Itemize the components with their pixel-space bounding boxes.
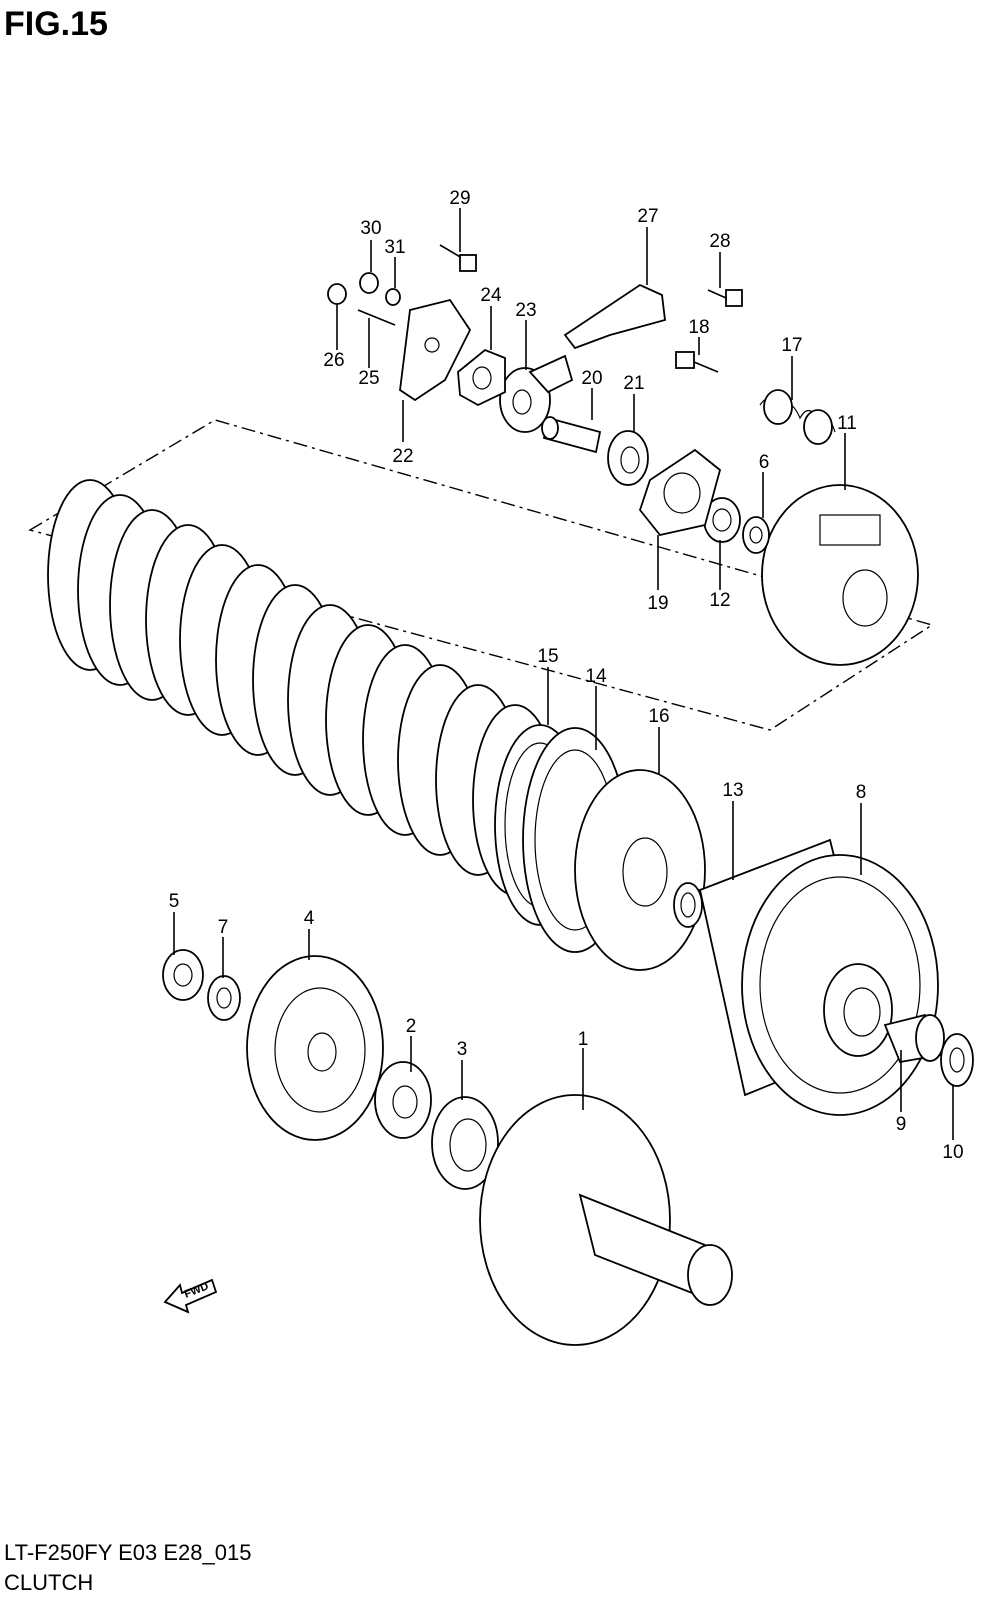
callout-25: 25 (358, 368, 379, 389)
callout-16: 16 (648, 706, 669, 727)
part-4-clutch-shoe-assembly (246, 955, 384, 1141)
callout-19: 19 (647, 593, 668, 614)
callout-22: 22 (392, 446, 413, 467)
callout-28: 28 (709, 231, 730, 252)
callout-12: 12 (709, 590, 730, 611)
callout-13: 13 (722, 780, 743, 801)
callout-10: 10 (942, 1142, 963, 1163)
part-29-bolt (439, 244, 477, 272)
part-7-washer (207, 975, 241, 1021)
callout-8: 8 (856, 782, 867, 803)
callout-1: 1 (578, 1029, 589, 1050)
fwd-direction-marker: FWD (163, 1278, 218, 1314)
part-16-pressure-plate (574, 769, 706, 971)
callout-17: 17 (781, 335, 802, 356)
part-9-spacer (883, 1013, 945, 1064)
part-17-spring (759, 389, 836, 445)
part-20-release-rod (541, 416, 602, 454)
part-2-bearing (374, 1061, 432, 1139)
part-5-nut (162, 949, 204, 1001)
part-19-release-plate (638, 448, 722, 537)
callout-9: 9 (896, 1114, 907, 1135)
part-30-nut (359, 272, 379, 294)
part-21-bearing (607, 430, 649, 486)
callout-2: 2 (406, 1016, 417, 1037)
callout-6: 6 (759, 452, 770, 473)
callout-3: 3 (457, 1039, 468, 1060)
section-name-label: CLUTCH (4, 1570, 94, 1595)
part-25-stud (357, 309, 396, 326)
part-8-clutch-housing (698, 838, 939, 1116)
callout-labels: 1 2 3 4 5 6 7 8 9 10 11 12 13 14 15 16 1… (169, 188, 964, 1163)
clutch-plate-stack (47, 479, 558, 896)
part-26-nut (327, 283, 347, 305)
part-24-gasket (457, 348, 506, 407)
callout-26: 26 (323, 350, 344, 371)
part-1-clutch-drum (479, 1094, 733, 1346)
part-11-clutch-sleeve-hub (761, 484, 919, 666)
callout-7: 7 (218, 917, 229, 938)
part-23-release-cam (499, 354, 574, 433)
callout-5: 5 (169, 891, 180, 912)
callout-27: 27 (637, 206, 658, 227)
part-27-release-lever (563, 283, 666, 350)
callout-29: 29 (449, 188, 470, 209)
figure-title: FIG.15 (4, 5, 108, 43)
callout-24: 24 (480, 285, 502, 306)
part-18-bolt (675, 351, 719, 373)
callout-30: 30 (360, 218, 381, 239)
callout-18: 18 (688, 317, 709, 338)
callout-15: 15 (537, 646, 558, 667)
plate-stack-group-outline (28, 419, 934, 731)
part-13-washer (673, 882, 703, 928)
part-31-washer (385, 288, 401, 306)
leader-lines (173, 208, 954, 1140)
part-10-washer (940, 1033, 974, 1087)
callout-31: 31 (384, 237, 405, 258)
callout-21: 21 (623, 373, 644, 394)
callout-4: 4 (304, 908, 315, 929)
callout-14: 14 (585, 666, 607, 687)
part-6-washer (742, 516, 770, 554)
callout-23: 23 (515, 300, 536, 321)
callout-11: 11 (837, 413, 857, 434)
model-code-label: LT-F250FY E03 E28_015 (4, 1540, 252, 1565)
part-3-one-way-clutch (431, 1096, 499, 1190)
callout-20: 20 (581, 368, 602, 389)
part-28-bolt (707, 289, 743, 307)
part-22-bracket (399, 298, 472, 402)
